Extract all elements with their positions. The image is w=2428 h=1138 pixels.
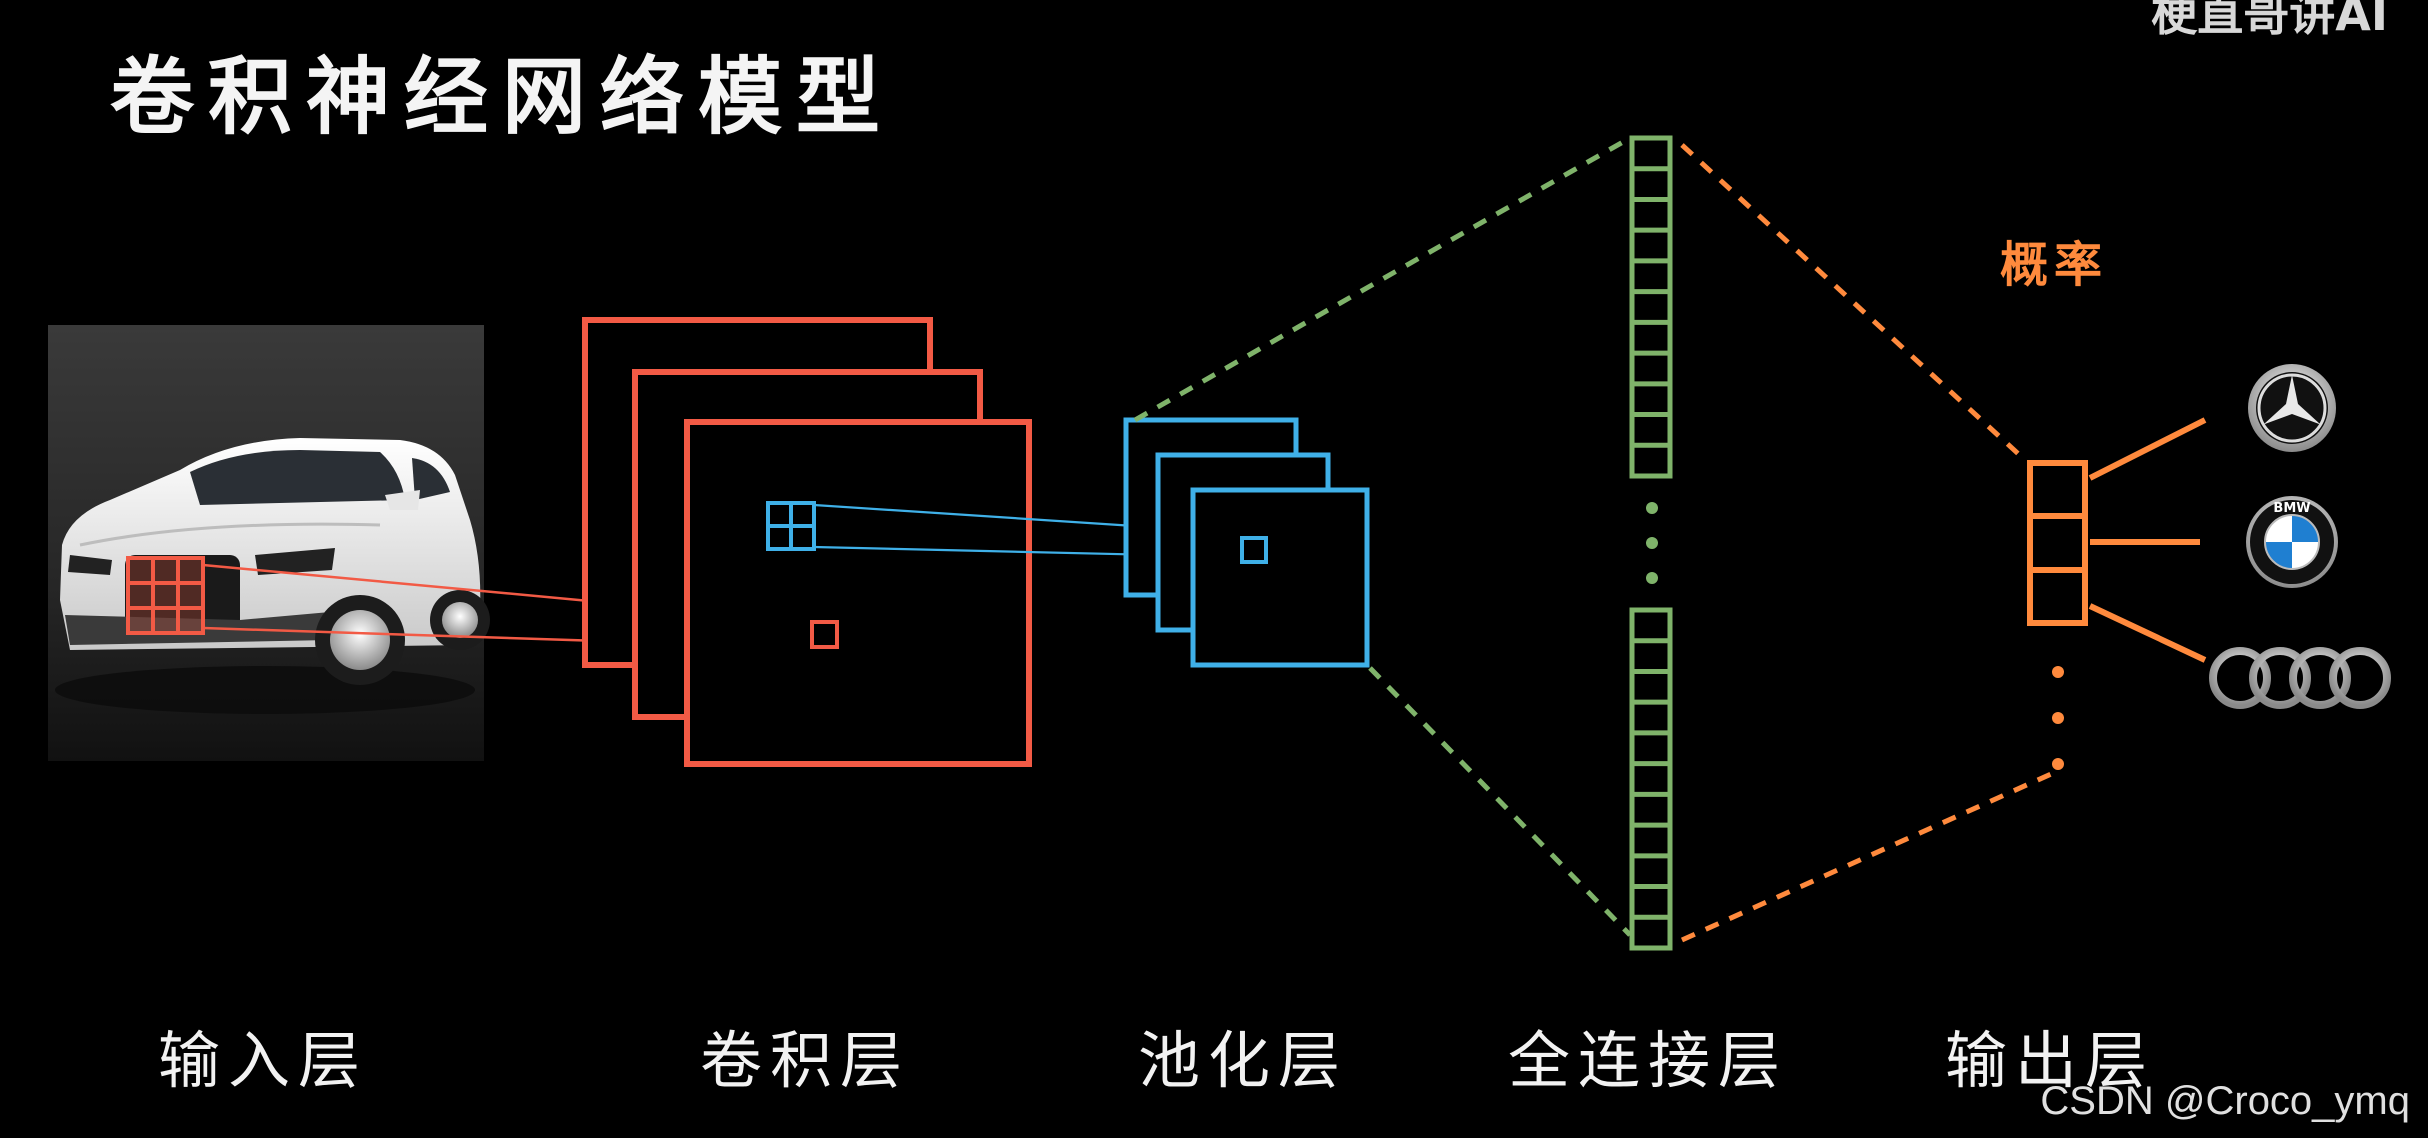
pool-to-fc-dashes [1133,135,1632,937]
bmw-logo-icon: BMW [2246,496,2338,588]
pool-window-grid [766,501,816,551]
mercedes-logo-icon [2248,364,2336,452]
fc-column-bottom [1629,607,1673,951]
pool-target-cell [1240,536,1268,564]
fc-column-frame [1629,135,1673,479]
probability-label: 概率 [2000,237,2109,293]
conv-target-cell [810,620,839,649]
fc-ellipsis-dots [1646,502,1658,584]
fc-to-output-dashes [1680,143,2062,943]
label-fc-layer: 全连接层 [1508,1024,1789,1097]
label-input-layer: 输入层 [158,1024,369,1097]
output-column [2027,460,2088,626]
fc-column-top [1629,135,1673,479]
input-kernel-grid [126,556,205,635]
label-pool-layer: 池化层 [1138,1024,1349,1097]
watermark-bottom: CSDN @Croco_ymq [2040,1079,2410,1123]
bmw-letters: BMW [2273,501,2310,516]
audi-logo-icon [2209,647,2391,709]
fc-column-frame [1629,607,1673,951]
pool-map-3 [1190,487,1370,668]
input-car-image [48,325,490,761]
watermark-top: 梗直哥讲AI [2151,0,2388,41]
conv-feature-maps [582,317,1032,767]
page-title: 卷积神经网络模型 [110,48,895,146]
pool-feature-maps [1123,417,1370,668]
label-output-layer: 输出层 [1945,1024,2156,1097]
output-ellipsis-dots [2052,666,2064,770]
output-to-class-lines [2088,417,2207,663]
label-conv-layer: 卷积层 [700,1024,911,1097]
conv-map-3 [684,419,1032,767]
